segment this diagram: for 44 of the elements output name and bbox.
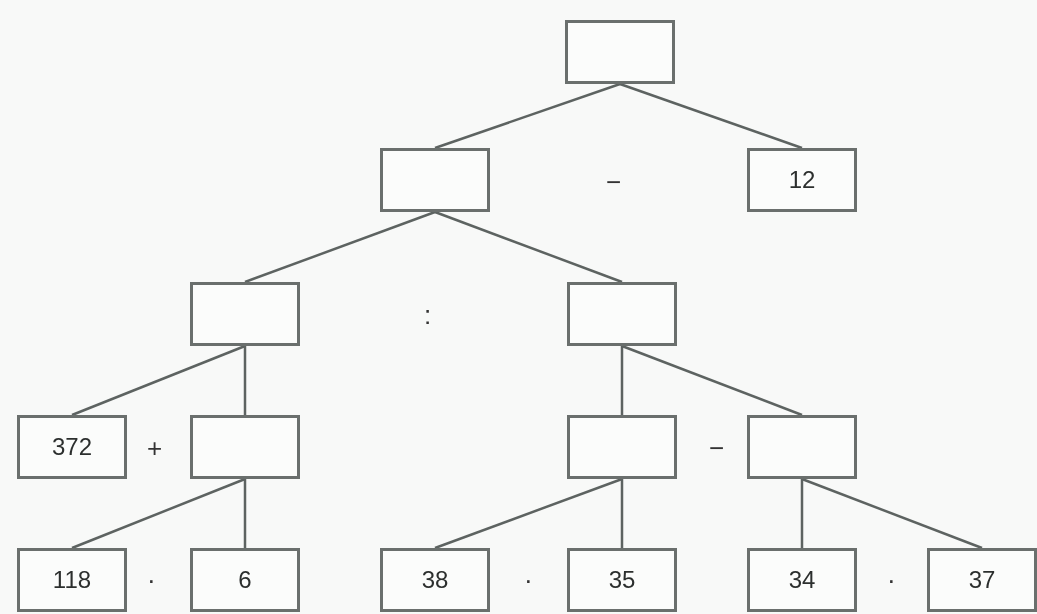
empty-box <box>567 282 677 346</box>
connector-line <box>243 346 247 415</box>
number-text: 118 <box>52 566 92 594</box>
empty-box <box>190 282 300 346</box>
operator-sign: · <box>524 567 533 593</box>
number-box <box>747 148 857 212</box>
operator-sign: : <box>424 302 432 328</box>
number-text: 35 <box>608 566 636 594</box>
connector-line <box>434 477 623 550</box>
operator-sign: − <box>606 169 622 195</box>
connector-line <box>71 477 246 550</box>
number-box <box>190 548 300 612</box>
number-text: 37 <box>968 566 996 594</box>
number-text: 34 <box>788 566 816 594</box>
operator-sign: − <box>709 435 725 461</box>
empty-box <box>565 20 675 84</box>
number-box <box>567 548 677 612</box>
connector-line <box>244 210 436 284</box>
connector-line <box>801 477 983 550</box>
empty-box <box>380 148 490 212</box>
number-box <box>17 415 127 479</box>
number-text: 12 <box>788 166 816 194</box>
connector-line <box>800 479 804 548</box>
number-box <box>380 548 490 612</box>
number-box <box>17 548 127 612</box>
connector-line <box>434 82 621 150</box>
number-box <box>747 548 857 612</box>
connector-line <box>434 210 623 284</box>
connector-line <box>620 346 624 415</box>
operator-sign: + <box>147 435 163 461</box>
number-text: 372 <box>51 433 92 461</box>
connector-line <box>71 344 246 417</box>
empty-box <box>747 415 857 479</box>
operator-sign: · <box>887 567 896 593</box>
number-text: 38 <box>421 566 449 594</box>
empty-box <box>190 415 300 479</box>
connector-line <box>620 479 624 548</box>
number-box <box>927 548 1037 612</box>
empty-box <box>567 415 677 479</box>
connector-line <box>621 344 803 417</box>
number-text: 6 <box>238 566 252 594</box>
connector-line <box>619 82 803 150</box>
connector-line <box>243 479 247 548</box>
operator-sign: · <box>147 567 156 593</box>
